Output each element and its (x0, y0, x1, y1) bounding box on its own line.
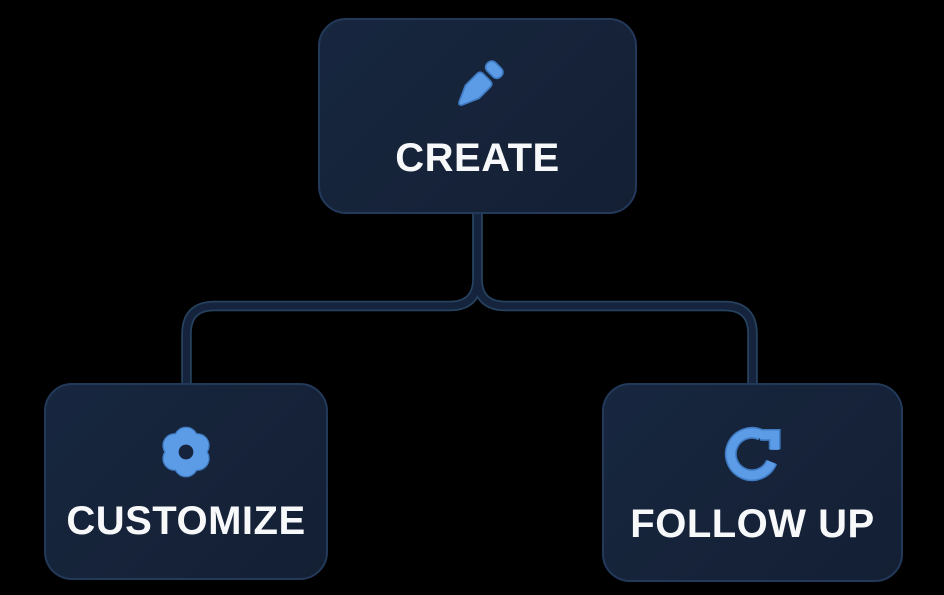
node-create-label: CREATE (395, 136, 560, 180)
edge-create-customize-core (183, 212, 481, 385)
node-customize: CUSTOMIZE (44, 383, 328, 580)
pencil-icon (457, 60, 504, 106)
flower-icon (162, 426, 210, 477)
node-followup: FOLLOW UP (602, 383, 903, 582)
node-followup-label: FOLLOW UP (630, 501, 875, 546)
rotate-right-icon (724, 426, 781, 481)
edge-create-customize (181, 212, 483, 385)
edge-create-followup (472, 212, 758, 385)
edge-create-followup-core (474, 212, 756, 385)
node-create: CREATE (318, 18, 637, 214)
node-customize-label: CUSTOMIZE (66, 498, 306, 543)
